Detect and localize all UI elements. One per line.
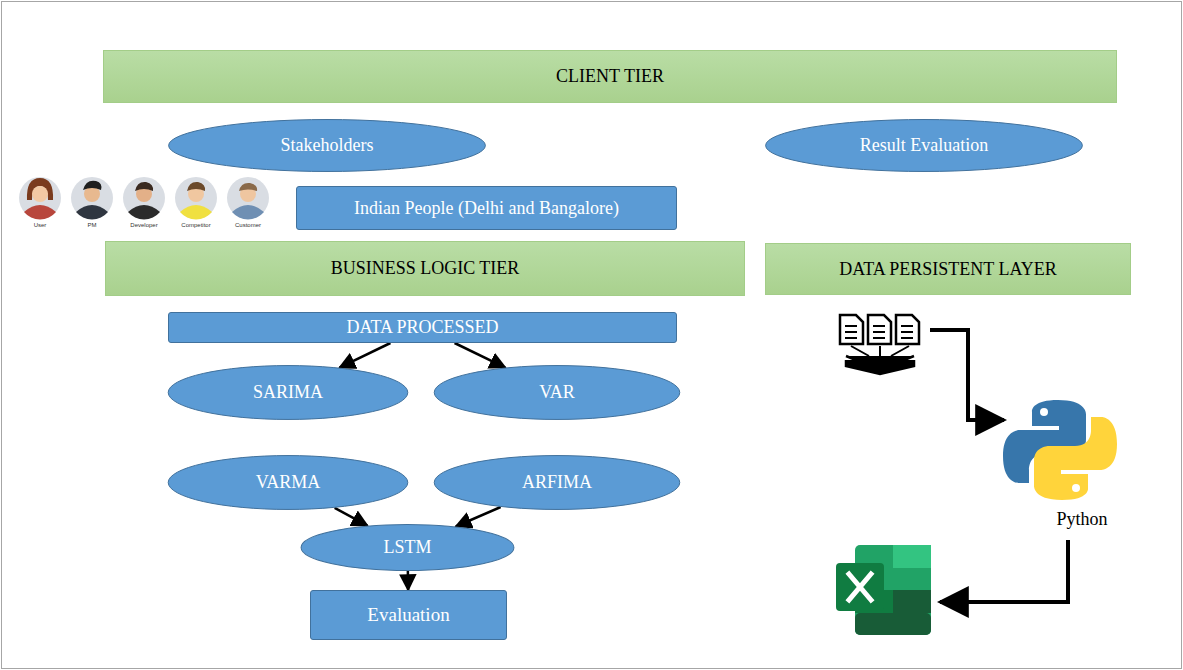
evaluation-box: Evaluation <box>310 590 507 640</box>
avatar-pm <box>71 177 113 219</box>
flow-arrow <box>456 507 501 527</box>
stakeholder-ellipse: Stakeholders <box>167 119 487 172</box>
node-label: Evaluation <box>367 604 449 626</box>
avatar-caption: Developer <box>130 222 157 228</box>
node-label: DATA PROCESSED <box>346 317 498 338</box>
stakeholder-avatars <box>19 177 269 219</box>
model-ellipse: VARMA <box>167 455 409 510</box>
node-label: VARMA <box>256 472 321 493</box>
model-ellipse: LSTM <box>300 524 515 571</box>
avatar-caption: PM <box>88 222 97 228</box>
node-label: DATA PERSISTENT LAYER <box>839 259 1057 280</box>
people-box: Indian People (Delhi and Bangalore) <box>296 186 677 230</box>
flow-arrow <box>455 343 506 368</box>
avatar-competitor <box>175 177 217 219</box>
model-ellipse: SARIMA <box>167 365 409 420</box>
avatar-caption: User <box>34 222 47 228</box>
avatar-customer <box>227 177 269 219</box>
layer-band: DATA PERSISTENT LAYER <box>765 243 1131 295</box>
python-logo <box>1003 400 1117 500</box>
avatar-developer <box>123 177 165 219</box>
excel-icon <box>836 545 931 635</box>
process-box: DATA PROCESSED <box>168 312 677 343</box>
flow-arrow <box>407 571 410 590</box>
avatar-caption: Competitor <box>181 222 210 228</box>
node-label: Result Evaluation <box>860 135 988 156</box>
model-ellipse: VAR <box>433 365 681 420</box>
node-label: Indian People (Delhi and Bangalore) <box>354 198 619 219</box>
tool-label: Python <box>1056 509 1107 530</box>
avatar-caption: Customer <box>235 222 261 228</box>
result-ellipse: Result Evaluation <box>764 119 1084 172</box>
flow-arrow <box>335 508 368 526</box>
tier-band: BUSINESS LOGIC TIER <box>105 241 745 296</box>
node-label: Stakeholders <box>281 135 374 156</box>
node-label: CLIENT TIER <box>556 66 664 87</box>
flow-arrow <box>339 343 390 368</box>
node-label: BUSINESS LOGIC TIER <box>331 258 520 279</box>
model-ellipse: ARFIMA <box>433 455 681 510</box>
avatar-user <box>19 177 61 219</box>
node-label: VAR <box>539 382 575 403</box>
node-label: SARIMA <box>253 382 323 403</box>
documents-icon <box>840 315 919 374</box>
node-label: ARFIMA <box>522 472 592 493</box>
tier-band: CLIENT TIER <box>103 50 1117 103</box>
node-label: LSTM <box>383 537 431 558</box>
